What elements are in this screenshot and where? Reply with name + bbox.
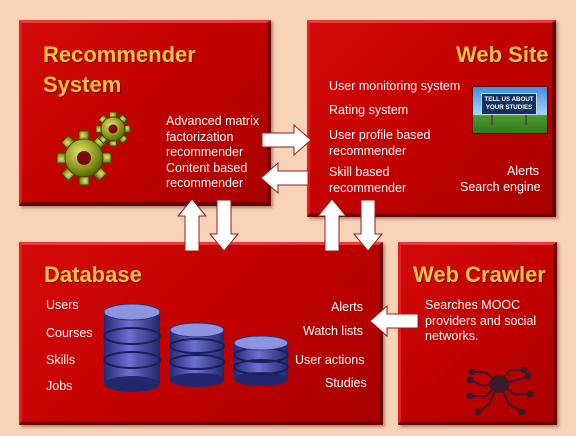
arrow-database-to-recommender — [176, 198, 208, 252]
website-item: Skill based — [329, 165, 390, 179]
crawler-spider-icon — [466, 366, 534, 416]
recommender-title-line1: Recommender — [43, 42, 196, 67]
recommender-system-title: Recommender System — [43, 40, 196, 100]
database-right-item: Studies — [325, 376, 367, 390]
crawler-description-line: Searches MOOC — [425, 298, 521, 312]
website-skill-recommender: Skill based recommender — [329, 165, 406, 196]
website-item: User profile based — [329, 128, 431, 142]
database-right-item: User actions — [295, 353, 365, 367]
website-search-engine: Search engine — [460, 180, 541, 194]
billboard-post — [525, 115, 527, 125]
database-icon-large — [103, 303, 161, 392]
arrow-crawler-to-database — [369, 304, 419, 338]
arrow-recommender-to-database — [208, 199, 240, 252]
database-left-item: Courses — [46, 326, 93, 340]
recommender-items: Advanced matrix factorization recommende… — [166, 114, 259, 192]
database-left-item: Jobs — [46, 379, 73, 393]
large-gear-icon — [56, 130, 112, 186]
recommender-item: Advanced matrix — [166, 114, 260, 128]
website-item: User monitoring system — [329, 79, 461, 93]
database-icon-small — [233, 335, 289, 386]
billboard-text-line2: YOUR STUDIES — [485, 104, 533, 111]
crawler-description-line: networks. — [425, 329, 479, 343]
website-item: Rating system — [329, 103, 409, 117]
crawler-description: Searches MOOC providers and social netwo… — [425, 298, 536, 345]
website-item: recommender — [329, 143, 407, 158]
recommender-title-line2: System — [43, 72, 122, 97]
web-site-title: Web Site — [456, 42, 549, 67]
database-left-item: Skills — [46, 353, 76, 367]
database-icon-medium — [169, 322, 225, 387]
billboard-sign: TELL US ABOUT YOUR STUDIES — [481, 93, 537, 115]
database-right-item: Watch lists — [303, 324, 363, 338]
website-item: recommender — [329, 180, 407, 195]
recommender-item: factorization — [166, 129, 234, 144]
recommender-system-panel — [19, 20, 271, 206]
small-gear-icon — [95, 111, 131, 147]
billboard-post — [491, 115, 493, 125]
arrow-database-to-website — [316, 198, 348, 252]
arrow-website-to-database — [352, 199, 384, 252]
website-alerts: Alerts — [507, 164, 539, 178]
web-crawler-title: Web Crawler — [413, 262, 546, 287]
database-right-item: Alerts — [331, 300, 363, 314]
database-title: Database — [44, 262, 142, 287]
website-profile-recommender: User profile based recommender — [329, 128, 430, 159]
billboard-image: TELL US ABOUT YOUR STUDIES — [472, 86, 548, 134]
arrow-recommender-to-website — [261, 123, 312, 157]
recommender-item: Content based — [166, 160, 248, 175]
arrow-website-to-recommender — [260, 161, 309, 195]
billboard-text-line1: TELL US ABOUT — [484, 96, 534, 103]
crawler-description-line: providers and social — [425, 313, 537, 328]
recommender-item: recommender — [166, 176, 244, 190]
recommender-item: recommender — [166, 145, 244, 159]
database-left-item: Users — [46, 298, 79, 312]
